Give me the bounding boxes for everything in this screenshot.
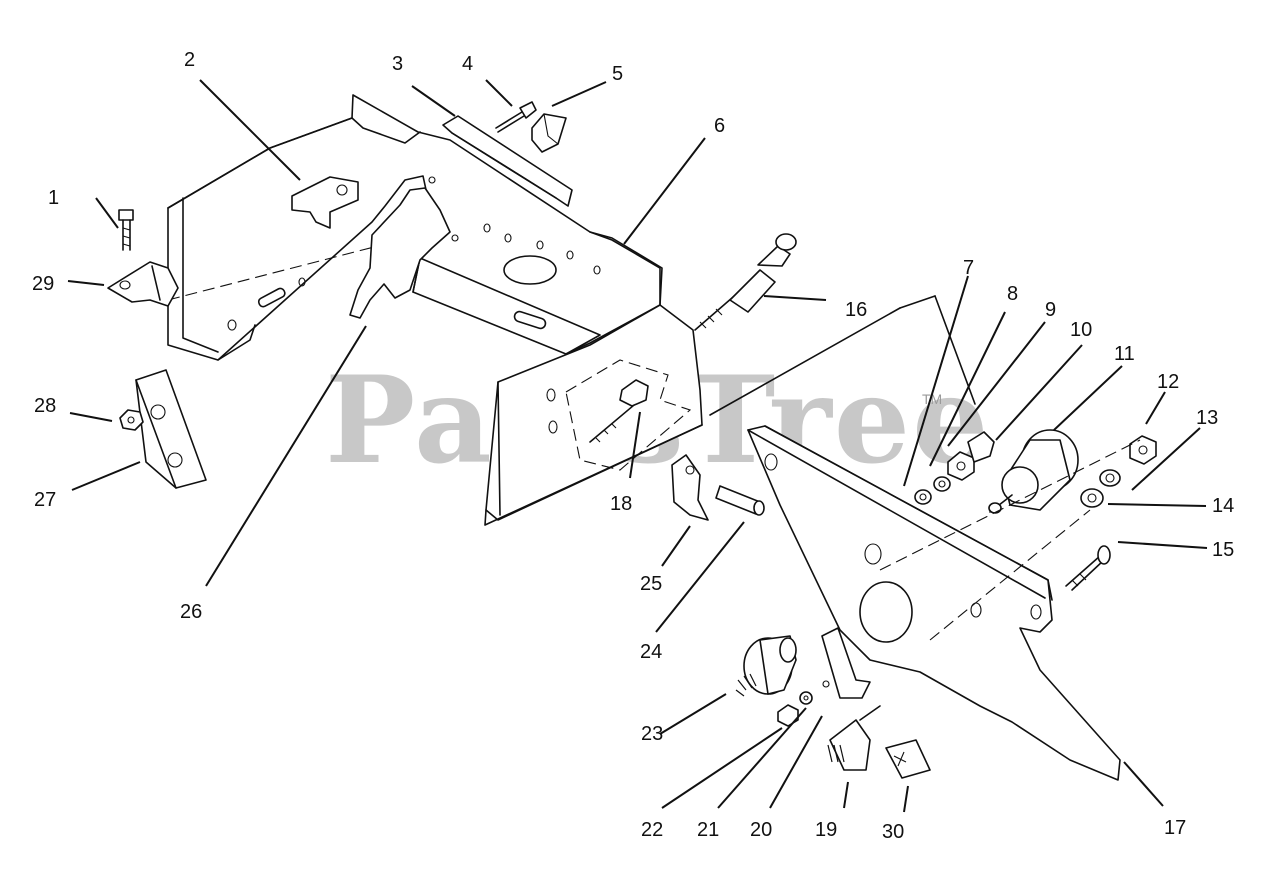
callout-6: 6 xyxy=(714,115,725,137)
assembly-axis-lower xyxy=(929,509,1091,641)
callout-26: 26 xyxy=(180,601,202,623)
watermark-trademark: TM xyxy=(922,391,942,407)
part-25-bracket xyxy=(671,454,709,521)
leader-lines xyxy=(67,79,1208,813)
callout-10: 10 xyxy=(1070,319,1092,341)
part-29-clamp xyxy=(107,261,179,307)
callout-20: 20 xyxy=(750,819,772,841)
callout-25: 25 xyxy=(640,573,662,595)
callout-30: 30 xyxy=(882,821,904,843)
part-4-bolt xyxy=(495,101,537,133)
part-3-rod xyxy=(442,115,573,207)
callout-29: 29 xyxy=(32,273,54,295)
callout-16: 16 xyxy=(845,299,867,321)
part-28-nut xyxy=(119,409,144,431)
callout-7: 7 xyxy=(963,257,974,279)
callout-11: 11 xyxy=(1114,343,1135,365)
part-24-pin xyxy=(715,485,765,516)
callout-13: 13 xyxy=(1196,407,1218,429)
callout-17: 17 xyxy=(1164,817,1186,839)
part-12-nut xyxy=(1129,435,1157,465)
part-20-bracket xyxy=(821,627,871,699)
part-1-bolt xyxy=(118,209,134,251)
callout-27: 27 xyxy=(34,489,56,511)
part-5-knob xyxy=(531,113,567,153)
part-7-washer xyxy=(914,489,932,505)
part-16-choke xyxy=(694,233,797,331)
callout-2: 2 xyxy=(184,49,195,71)
callout-24: 24 xyxy=(640,641,662,663)
part-21-washer xyxy=(799,691,813,705)
callout-15: 15 xyxy=(1212,539,1234,561)
part-18-inset xyxy=(565,359,692,471)
callout-23: 23 xyxy=(641,723,663,745)
part-14-washer xyxy=(1080,488,1104,508)
callout-4: 4 xyxy=(462,53,473,75)
part-22-nut xyxy=(777,704,799,727)
callout-5: 5 xyxy=(612,63,623,85)
callout-14: 14 xyxy=(1212,495,1234,517)
part-8-washer xyxy=(933,476,951,492)
part-10-connector xyxy=(967,431,995,463)
part-2-bracket xyxy=(291,176,359,229)
part-15-bolt xyxy=(1065,545,1111,591)
part-19-toggle-switch xyxy=(827,705,881,771)
part-27-plate xyxy=(135,369,207,489)
part-26-linkage xyxy=(349,176,459,319)
part-11-ignition xyxy=(988,429,1079,514)
callout-12: 12 xyxy=(1157,371,1179,393)
callout-19: 19 xyxy=(815,819,837,841)
callout-8: 8 xyxy=(1007,283,1018,305)
callout-28: 28 xyxy=(34,395,56,417)
callout-labels: 1 2 3 4 5 6 7 8 9 10 11 12 13 14 15 16 1… xyxy=(32,49,1234,843)
dash-frame xyxy=(167,94,663,361)
part-23-key-switch xyxy=(735,635,797,697)
part-13-washer xyxy=(1099,469,1121,487)
callout-9: 9 xyxy=(1045,299,1056,321)
assembly-axis xyxy=(879,439,1141,571)
callout-22: 22 xyxy=(641,819,663,841)
callout-18: 18 xyxy=(610,493,632,515)
callout-21: 21 xyxy=(697,819,719,841)
callout-3: 3 xyxy=(392,53,403,75)
callout-1: 1 xyxy=(48,187,59,209)
part-30-plate xyxy=(885,739,931,779)
part-9-nut xyxy=(947,451,975,481)
